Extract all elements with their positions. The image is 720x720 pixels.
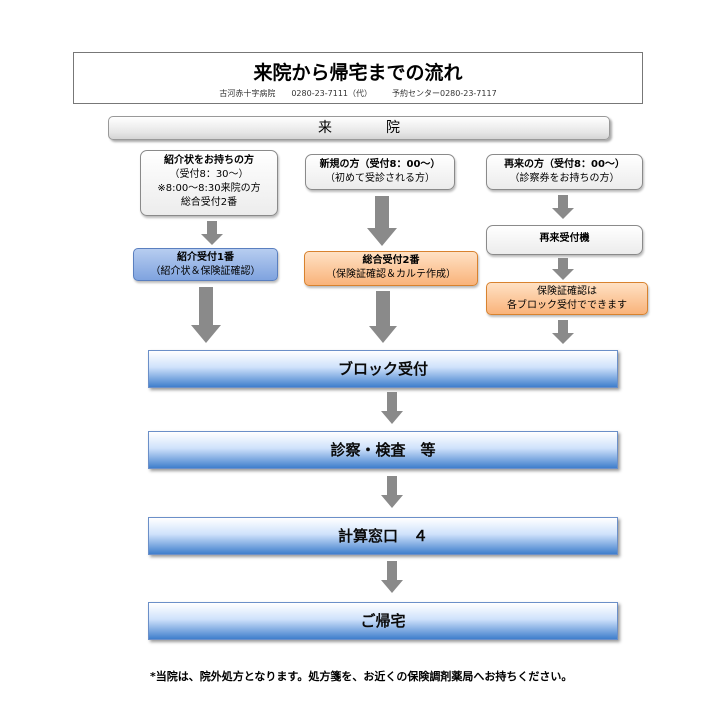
insurance-check-line1: 保険証確認は — [537, 286, 597, 297]
insurance-check-line2: 各ブロック受付でできます — [507, 300, 627, 311]
title-box: 来院から帰宅までの流れ 古河赤十字病院 0280-23-7111（代） 予約セン… — [73, 52, 643, 104]
reservation-center: 予約センター0280-23-7117 — [392, 89, 497, 98]
general-desk-box: 総合受付2番 （保険証確認＆カルテ作成） — [304, 251, 478, 286]
arrow-down-icon — [552, 258, 574, 280]
returning-note: （診察券をお持ちの方） — [509, 173, 620, 184]
stage-payment: 計算窓口 ４ — [148, 517, 618, 555]
stage-exam: 診察・検査 等 — [148, 431, 618, 469]
returning-title: 再来の方（受付8：00～） — [504, 159, 625, 170]
general-desk-name: 総合受付2番 — [362, 255, 420, 266]
stage-block-reception: ブロック受付 — [148, 350, 618, 388]
referral-desk-note: （紹介状＆保険証確認） — [150, 266, 261, 277]
general-desk-note: （保険証確認＆カルテ作成） — [326, 269, 456, 280]
arrow-down-icon — [381, 392, 403, 424]
main-phone: 0280-23-7111（代） — [291, 89, 368, 98]
hospital-name: 古河赤十字病院 — [219, 89, 276, 98]
page-title: 来院から帰宅までの流れ — [253, 62, 463, 84]
stage-home: ご帰宅 — [148, 602, 618, 640]
referral-early-desk: 総合受付2番 — [180, 197, 238, 208]
title-contact: 古河赤十字病院 0280-23-7111（代） 予約センター0280-23-71… — [74, 88, 642, 99]
referral-hours: （受付8：30～） — [169, 169, 249, 180]
new-patients-box: 新規の方（受付8：00～） （初めて受診される方） — [305, 154, 455, 190]
referral-desk-name: 紹介受付1番 — [177, 252, 234, 263]
arrow-down-icon — [369, 291, 397, 343]
arrow-down-icon — [191, 287, 221, 343]
insurance-check-box: 保険証確認は 各ブロック受付でできます — [486, 282, 648, 315]
reentry-machine-box: 再来受付機 — [486, 225, 643, 255]
new-patients-note: （初めて受診される方） — [325, 173, 435, 184]
referral-title: 紹介状をお持ちの方 — [164, 155, 254, 166]
arrow-down-icon — [381, 561, 403, 593]
referral-early-note: ※8:00～8:30来院の方 — [157, 183, 261, 194]
prescription-footnote: *当院は、院外処方となります。処方箋を、お近くの保険調剤薬局へお持ちください。 — [150, 670, 573, 683]
arrow-down-icon — [552, 320, 574, 344]
arrival-bar: 来 院 — [108, 116, 610, 140]
arrow-down-icon — [381, 476, 403, 508]
arrow-down-icon — [367, 196, 397, 246]
arrow-down-icon — [201, 221, 223, 245]
new-patients-title: 新規の方（受付8：00～） — [319, 159, 441, 170]
referral-patients-box: 紹介状をお持ちの方 （受付8：30～） ※8:00～8:30来院の方 総合受付2… — [140, 150, 278, 216]
arrow-down-icon — [552, 195, 574, 219]
referral-desk-box: 紹介受付1番 （紹介状＆保険証確認） — [133, 248, 278, 281]
returning-patients-box: 再来の方（受付8：00～） （診察券をお持ちの方） — [486, 154, 643, 190]
